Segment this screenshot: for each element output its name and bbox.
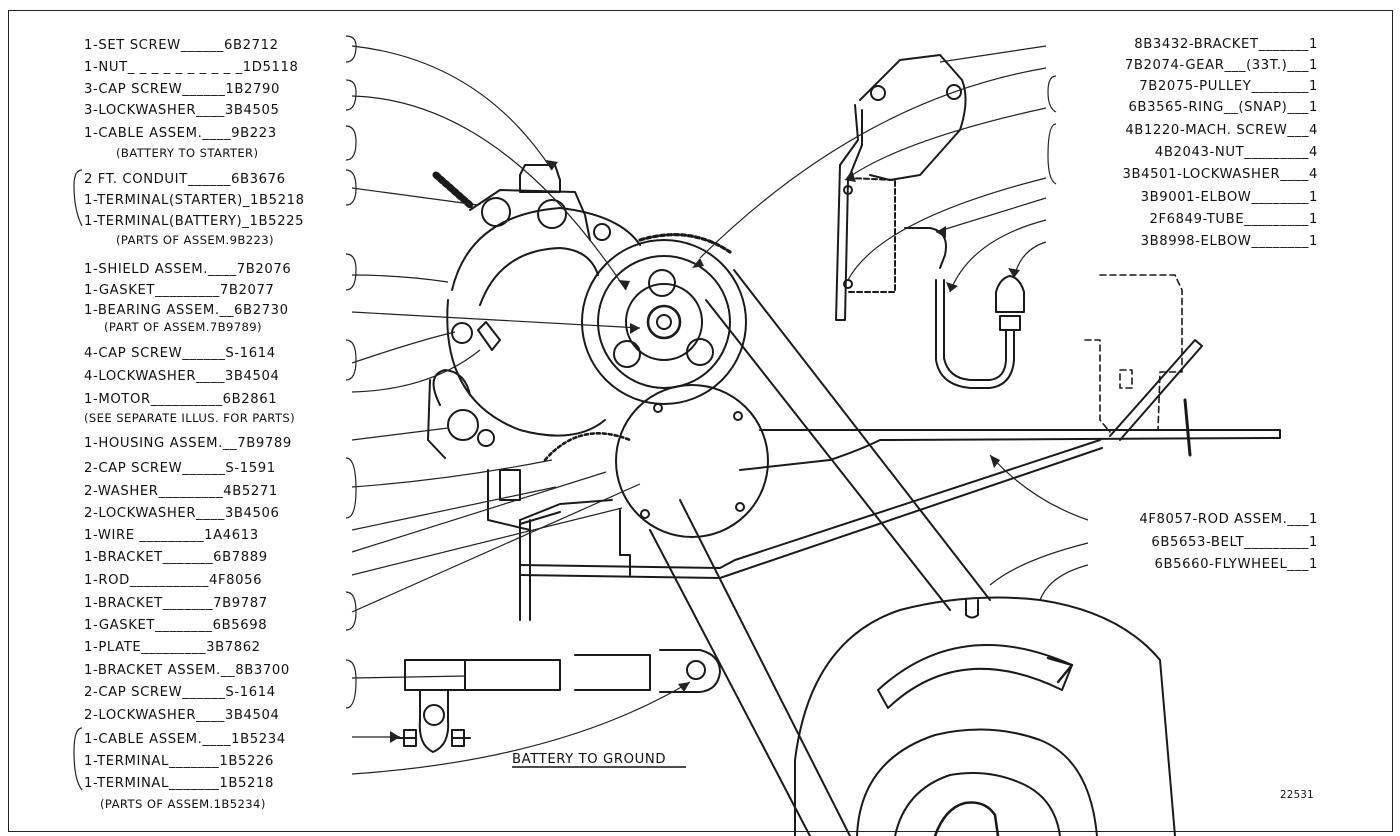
flywheel-drawing <box>794 596 1176 836</box>
left-callout-24: 1-BRACKET_______6B7889 <box>84 550 268 565</box>
left-callout-10: (PARTS OF ASSEM.9B223) <box>116 233 274 247</box>
oil-tube-drawing <box>904 227 1025 389</box>
drawing-number: 22531 <box>1280 790 1314 801</box>
drawing-border <box>8 10 1393 832</box>
left-callout-9: 1-TERMINAL(BATTERY)_1B5225 <box>84 214 305 229</box>
left-callout-23: 1-WIRE _________1A4613 <box>84 528 259 543</box>
left-callout-8: 1-TERMINAL(STARTER)_1B5218 <box>84 193 305 208</box>
right-callout-5: 4B1220-MACH. SCREW___4 <box>1125 123 1318 138</box>
left-callout-22: 2-LOCKWASHER____3B4506 <box>84 506 280 521</box>
left-callout-34: 1-TERMINAL_______1B5218 <box>84 776 274 791</box>
left-callout-19: 1-HOUSING ASSEM.__7B9789 <box>84 436 292 451</box>
left-callout-21: 2-WASHER_________4B5271 <box>84 484 278 499</box>
left-callout-30: 2-CAP SCREW______S-1614 <box>84 685 276 700</box>
left-callout-1: 1-SET SCREW______6B2712 <box>84 38 279 53</box>
left-callout-20: 2-CAP SCREW______S-1591 <box>84 461 276 476</box>
left-callout-2: 1-NUT_ _ _ _ _ _ _ _ _ _1D5118 <box>84 60 299 75</box>
left-callout-5: 1-CABLE ASSEM.____9B223 <box>84 126 277 141</box>
pulley-drawing <box>581 233 747 405</box>
left-callout-7: 2 FT. CONDUIT______6B3676 <box>84 172 286 187</box>
left-callout-14: (PART OF ASSEM.7B9789) <box>104 320 262 334</box>
belt-drawing <box>649 269 991 836</box>
left-callout-35: (PARTS OF ASSEM.1B5234) <box>100 797 266 811</box>
left-callout-29: 1-BRACKET ASSEM.__8B3700 <box>84 663 290 678</box>
left-callout-26: 1-BRACKET_______7B9787 <box>84 596 268 611</box>
left-callout-25: 1-ROD___________4F8056 <box>84 573 263 588</box>
left-callout-15: 4-CAP SCREW______S-1614 <box>84 346 276 361</box>
left-callout-32: 1-CABLE ASSEM.____1B5234 <box>84 732 286 747</box>
left-callout-13: 1-BEARING ASSEM.__6B2730 <box>84 303 289 318</box>
right-callout-1: 8B3432-BRACKET_______1 <box>1134 37 1318 52</box>
right-callout-3: 7B2075-PULLEY________1 <box>1139 79 1318 94</box>
left-callout-11: 1-SHIELD ASSEM.____7B2076 <box>84 262 292 277</box>
right-callout-13: 6B5660-FLYWHEEL___1 <box>1154 557 1318 572</box>
leader-lines <box>351 45 1089 775</box>
right-callout-6: 4B2043-NUT_________4 <box>1154 145 1318 160</box>
left-callout-6: (BATTERY TO STARTER) <box>116 146 259 160</box>
left-callout-27: 1-GASKET________6B5698 <box>84 618 268 633</box>
left-callout-33: 1-TERMINAL_______1B5226 <box>84 754 274 769</box>
left-callout-31: 2-LOCKWASHER____3B4504 <box>84 708 280 723</box>
left-callout-12: 1-GASKET_________7B2077 <box>84 283 275 298</box>
caption-battery-to-ground: BATTERY TO GROUND <box>512 752 667 767</box>
right-callout-7: 3B4501-LOCKWASHER____4 <box>1122 167 1318 182</box>
right-callout-9: 2F6849-TUBE_________1 <box>1149 212 1318 227</box>
right-callout-2: 7B2074-GEAR___(33T.)___1 <box>1124 58 1318 73</box>
right-callout-11: 4F8057-ROD ASSEM.___1 <box>1139 512 1318 527</box>
left-callout-17: 1-MOTOR__________6B2861 <box>84 392 278 407</box>
arrowheads <box>390 160 1020 743</box>
battery-cable-drawing <box>397 649 721 753</box>
starter-housing-drawing <box>427 164 641 459</box>
right-callout-4: 6B3565-RING__(SNAP)___1 <box>1128 100 1318 115</box>
brace-marks <box>73 35 1057 791</box>
right-callout-10: 3B8998-ELBOW________1 <box>1140 234 1318 249</box>
right-callout-12: 6B5653-BELT_________1 <box>1151 535 1318 550</box>
right-callout-8: 3B9001-ELBOW________1 <box>1140 190 1318 205</box>
left-callout-4: 3-LOCKWASHER____3B4505 <box>84 103 280 118</box>
rod-drawing <box>487 339 1281 621</box>
left-callout-28: 1-PLATE_________3B7862 <box>84 640 261 655</box>
engine-outline-drawing <box>1084 274 1183 433</box>
motor-plate-drawing <box>499 384 769 576</box>
left-callout-16: 4-LOCKWASHER____3B4504 <box>84 369 280 384</box>
left-callout-3: 3-CAP SCREW______1B2790 <box>84 82 280 97</box>
left-callout-18: (SEE SEPARATE ILLUS. FOR PARTS) <box>84 411 296 425</box>
